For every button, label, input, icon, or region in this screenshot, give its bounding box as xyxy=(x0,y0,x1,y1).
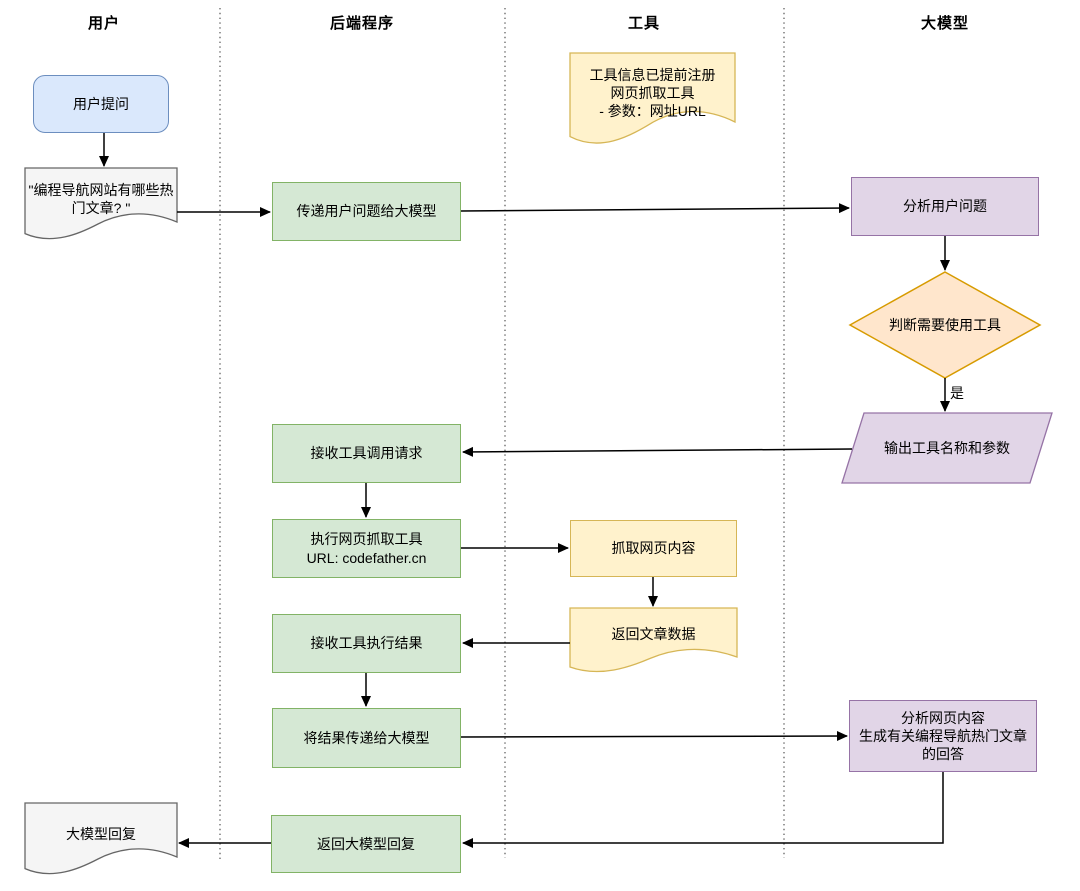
output-parallelogram-shape xyxy=(841,412,1053,484)
node-receive-result: 接收工具执行结果 xyxy=(272,614,461,673)
lane-header-backend: 后端程序 xyxy=(329,15,394,32)
node-return-reply: 返回大模型回复 xyxy=(271,815,461,873)
user-question-document-shape xyxy=(24,167,178,240)
edge-passquestion-to-analyze xyxy=(460,203,850,214)
model-reply-document-shape xyxy=(24,802,178,875)
node-tool-note-label: 工具信息已提前注册 网页抓取工具 - 参数：网址URL xyxy=(589,66,716,120)
lane-separators xyxy=(219,8,785,862)
decision-yes-label: 是 xyxy=(950,385,964,401)
node-fetch-page: 抓取网页内容 xyxy=(570,520,737,577)
edge-analyzepage-to-returnreply xyxy=(462,772,944,848)
node-user-question: 用户提问 xyxy=(33,75,169,133)
node-pass-result: 将结果传递给大模型 xyxy=(272,708,461,768)
node-analyze-page: 分析网页内容 生成有关编程导航热门文章 的回答 xyxy=(849,700,1037,772)
node-exec-tool: 执行网页抓取工具 URL: codefather.cn xyxy=(272,519,461,578)
node-model-reply-document-label: 大模型回复 xyxy=(66,825,136,842)
node-output-tool-label: 输出工具名称和参数 xyxy=(884,439,1010,456)
return-articles-document-shape xyxy=(569,607,738,673)
lane-header-llm: 大模型 xyxy=(920,15,969,32)
lane-header-tools: 工具 xyxy=(627,15,660,32)
node-pass-question: 传递用户问题给大模型 xyxy=(272,182,461,241)
document-shapes xyxy=(24,52,1053,875)
node-return-articles-label: 返回文章数据 xyxy=(611,625,696,642)
lane-header-user: 用户 xyxy=(87,15,120,32)
edge-output-to-receivecall xyxy=(462,446,853,457)
edge-passresult-to-analyzepage xyxy=(460,731,848,742)
edges xyxy=(99,133,950,848)
node-analyze-question: 分析用户问题 xyxy=(851,177,1039,236)
tool-note-document-shape xyxy=(569,52,736,144)
node-question-document-label: "编程导航网站有哪些热门文章? " xyxy=(28,181,174,216)
node-receive-call: 接收工具调用请求 xyxy=(272,424,461,483)
node-decide-tool-label: 判断需要使用工具 xyxy=(889,316,1001,333)
